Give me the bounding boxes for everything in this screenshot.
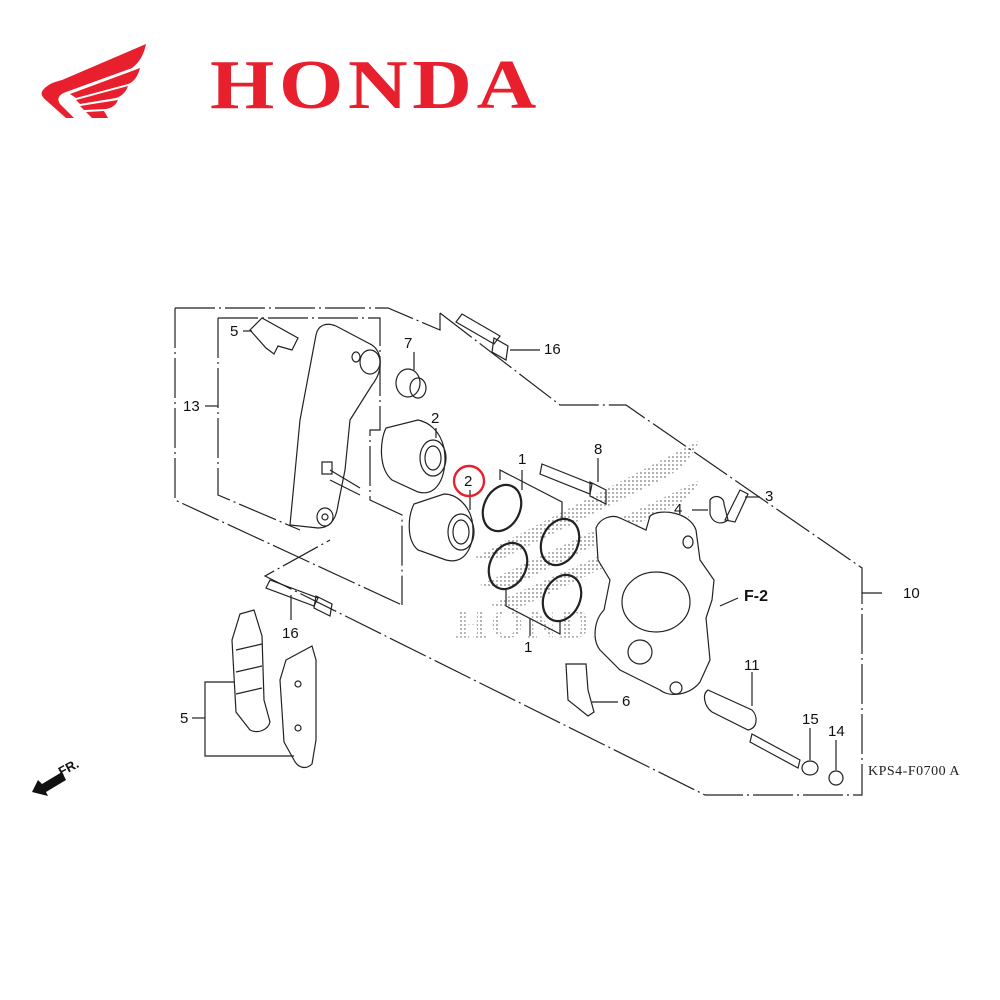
callout-11[interactable]: 7 [404,335,413,352]
callout-4[interactable]: 4 [674,501,683,518]
callout-15[interactable]: 15 [802,711,819,728]
callout-1-lower[interactable]: 1 [524,639,533,656]
callout-12[interactable]: 10 [903,585,920,602]
callout-10[interactable]: 11 [744,657,760,674]
highlight-circle [452,464,486,498]
callout-6[interactable]: 6 [622,693,631,710]
callout-1-upper[interactable]: 1 [518,451,527,468]
callout-7[interactable]: 5 [230,323,239,340]
callout-14[interactable]: 14 [828,723,845,740]
callout-13[interactable]: 13 [183,398,200,415]
callout-8[interactable]: 8 [594,441,603,458]
callout-16-top[interactable]: 16 [544,341,561,358]
callout-16-lower[interactable]: 16 [282,625,299,642]
figure-reference-link[interactable]: F-2 [744,588,768,605]
callout-2-upper[interactable]: 2 [431,410,440,427]
diagram-reference-code: KPS4-F0700 A [868,764,960,779]
callout-2-highlighted[interactable]: 2 [464,473,473,490]
callout-5[interactable]: 5 [180,710,189,727]
callout-3[interactable]: 3 [765,488,774,505]
front-direction-arrow-icon [32,772,66,796]
honda-logo: HONDA [40,40,540,130]
brand-wordmark: HONDA [210,47,542,124]
wing-icon [41,44,147,118]
